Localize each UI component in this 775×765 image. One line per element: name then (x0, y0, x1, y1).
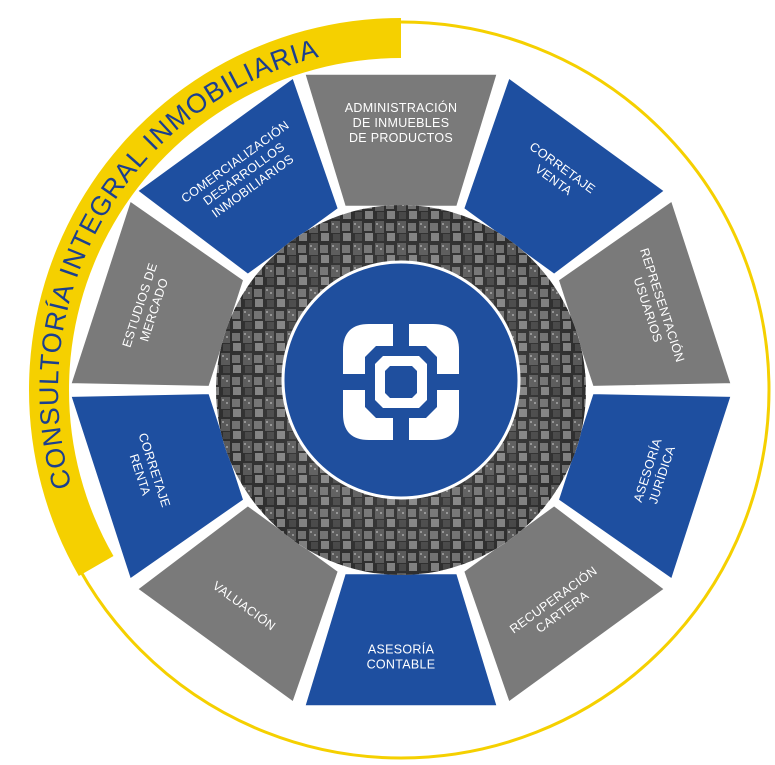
segment-representacion: REPRESENTACIÓNUSUARIOS (557, 200, 732, 387)
segment-asesoria-juridica-shape (557, 393, 732, 580)
segment-label-line: CONTABLE (367, 658, 436, 672)
segment-comercializacion: COMERCIALIZACIÓNDESARROLLOSINMOBILIARIOS (136, 77, 339, 275)
segment-label-line: DE PRODUCTOS (349, 131, 453, 145)
banner-shape (28, 18, 401, 576)
segment-administracion-shape (304, 73, 498, 207)
segment-comercializacion-shape (136, 77, 339, 275)
segment-label-line: DE INMUEBLES (353, 116, 450, 130)
segment-valuacion: VALUACIÓN (136, 505, 339, 703)
company-logo-icon (343, 324, 459, 440)
segment-corretaje-renta: CORRETAJERENTA (70, 393, 245, 580)
segment-corretaje-venta: CORRETAJEVENTA (463, 77, 666, 275)
segment-recuperacion-shape (463, 505, 666, 703)
segment-corretaje-venta-shape (463, 77, 666, 275)
segment-estudios-shape (70, 200, 245, 387)
segment-recuperacion: RECUPERACIÓNCARTERA (463, 505, 666, 703)
segment-asesoria-contable-shape (304, 573, 498, 707)
segment-label-line: ASESORÍA (368, 642, 435, 657)
segment-representacion-shape (557, 200, 732, 387)
segment-corretaje-renta-shape (70, 393, 245, 580)
segment-valuacion-shape (136, 505, 339, 703)
segment-asesoria-juridica: ASESORÍAJURÍDICA (557, 393, 732, 580)
segment-estudios: ESTUDIOS DEMERCADO (70, 200, 245, 387)
segment-label-line: ADMINISTRACIÓN (345, 100, 458, 115)
